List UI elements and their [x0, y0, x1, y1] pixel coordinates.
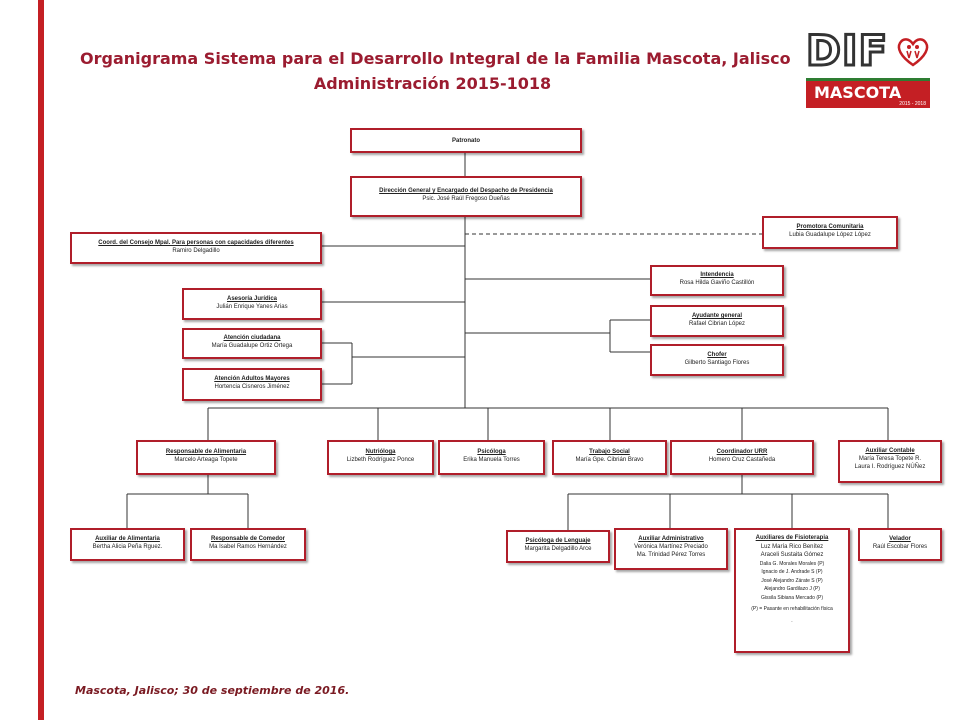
- box-adultos-mayores: Atención Adultos Mayores Hortencia Cisne…: [182, 368, 322, 401]
- box-responsable-comedor: Responsable de Comedor Ma Isabel Ramos H…: [190, 528, 306, 561]
- box-person: Bertha Alicia Peña Rguez.: [92, 544, 163, 550]
- box-person: Erika Manuela Torres: [463, 457, 520, 463]
- box-title: Chofer: [707, 352, 727, 358]
- box-person: María Teresa Topete R.: [858, 456, 922, 462]
- footer-date: Mascota, Jalisco; 30 de septiembre de 20…: [75, 684, 350, 697]
- box-person: Psic. José Raúl Fregoso Dueñas: [422, 196, 510, 202]
- dif-logo-mascota: MASCOTA: [814, 83, 902, 102]
- box-coordinador-urr: Coordinador URR Homero Cruz Castañeda: [670, 440, 814, 475]
- box-title: Atención Adultos Mayores: [214, 376, 290, 382]
- box-person: Verónica Martínez Preciado: [634, 544, 708, 550]
- left-red-stripe: [38, 0, 44, 720]
- box-title: Ayudante general: [691, 313, 743, 319]
- box-person: Raúl Escobar Flores: [872, 544, 928, 550]
- box-person: Laura I. Rodríguez NÚÑez: [854, 464, 926, 470]
- box-trabajo-social: Trabajo Social María Gpe. Cibrián Bravo: [552, 440, 667, 475]
- box-asesoria-juridica: Asesoría Jurídica Julián Enrique Yanes A…: [182, 288, 322, 320]
- box-promotora: Promotora Comunitaria Lubia Guadalupe Ló…: [762, 216, 898, 249]
- box-person: Hortencia Cisneros Jiménez: [214, 384, 290, 390]
- title-line-1: Organigrama Sistema para el Desarrollo I…: [80, 49, 791, 68]
- box-title: Trabajo Social: [589, 449, 630, 455]
- box-auxiliar-administrativo: Auxiliar Administrativo Verónica Martíne…: [614, 528, 728, 570]
- box-title: Nutrióloga: [365, 449, 396, 455]
- box-title: Asesoría Jurídica: [226, 296, 278, 302]
- box-title: Atención ciudadana: [223, 335, 281, 341]
- box-note: .: [791, 617, 793, 624]
- box-atencion-ciudadana: Atención ciudadana María Guadalupe Ortiz…: [182, 328, 322, 359]
- box-direccion-general: Dirección General y Encargado del Despac…: [350, 176, 582, 217]
- box-title: Coordinador URR: [716, 449, 768, 455]
- box-note: (P) = Pasante en rehabilitación física: [751, 606, 833, 612]
- box-person: Araceli Sustaita Gómez: [760, 552, 824, 558]
- box-responsable-alimentaria: Responsable de Alimentaria Marcelo Artea…: [136, 440, 276, 475]
- box-title: Auxiliares de Fisioterapia: [755, 535, 829, 541]
- box-person: Dalia G. Morales Morales (P): [759, 560, 825, 567]
- box-auxiliares-fisioterapia: Auxiliares de Fisioterapia Luz María Ric…: [734, 528, 850, 653]
- box-person: Ma. Trinidad Pérez Torres: [636, 552, 706, 558]
- box-person: Rafael Cibrian López: [688, 321, 746, 327]
- box-person: María Gpe. Cibrián Bravo: [575, 457, 644, 463]
- box-person: Gissila Sibiana Mercado (P): [761, 594, 823, 601]
- heart-family-icon: [897, 38, 929, 67]
- box-person: Ramiro Delgadillo: [172, 248, 220, 254]
- box-person: Marcelo Arteaga Topete: [174, 457, 238, 463]
- box-coord-consejo: Coord. del Consejo Mpal. Para personas c…: [70, 232, 322, 264]
- box-title: Auxiliar Contable: [865, 448, 915, 454]
- box-person: Julián Enrique Yanes Arias: [216, 304, 288, 310]
- box-person: Alejandro Gardilazo J (P): [764, 586, 820, 592]
- title-line-2: Administración 2015-1018: [313, 74, 552, 93]
- box-person: Rosa Hilda Gaviño Castillón: [679, 280, 755, 286]
- box-title: Psicóloga de Lenguaje: [525, 538, 591, 544]
- box-title: Auxiliar de Alimentaria: [95, 536, 160, 542]
- box-title: Psicóloga: [477, 449, 506, 455]
- box-velador: Velador Raúl Escobar Flores: [858, 528, 942, 561]
- dif-logo-text: DIF: [805, 26, 889, 75]
- box-person: Luz María Rico Benítez: [760, 543, 824, 550]
- page-title: Organigrama Sistema para el Desarrollo I…: [80, 46, 791, 96]
- box-patronato: Patronato: [350, 128, 582, 153]
- box-intendencia: Intendencia Rosa Hilda Gaviño Castillón: [650, 265, 784, 296]
- box-person: Lizbeth Rodríguez Ponce: [346, 457, 415, 463]
- box-person: Lubia Guadalupe López López: [789, 232, 871, 238]
- box-psicologa: Psicóloga Erika Manuela Torres: [438, 440, 545, 475]
- box-title: Dirección General y Encargado del Despac…: [379, 188, 553, 194]
- box-auxiliar-contable: Auxiliar Contable María Teresa Topete R.…: [838, 440, 942, 483]
- box-psicologa-lenguaje: Psicóloga de Lenguaje Margarita Delgadil…: [506, 530, 610, 563]
- box-title: Coord. del Consejo Mpal. Para personas c…: [98, 240, 294, 246]
- box-title: Intendencia: [700, 272, 734, 278]
- box-title: Patronato: [451, 138, 480, 144]
- box-title: Velador: [889, 536, 911, 542]
- box-title: Responsable de Comedor: [210, 536, 285, 542]
- box-person: María Guadalupe Ortiz Ortega: [211, 343, 293, 349]
- box-person: Ignacio de J. Andrade S (P): [761, 569, 823, 575]
- box-person: Ma Isabel Ramos Hernández: [209, 544, 287, 550]
- box-nutriologa: Nutrióloga Lizbeth Rodríguez Ponce: [327, 440, 434, 475]
- box-person: Margarita Delgadillo Arce: [524, 546, 592, 552]
- dif-logo-years: 2015 - 2018: [899, 101, 926, 107]
- box-chofer: Chofer Gilberto Santiago Flores: [650, 344, 784, 376]
- box-auxiliar-alimentaria: Auxiliar de Alimentaria Bertha Alicia Pe…: [70, 528, 185, 561]
- dif-logo-banner: MASCOTA 2015 - 2018: [806, 78, 930, 108]
- dif-logo: DIF MASCOTA 2015 - 2018: [805, 26, 930, 112]
- box-person: Homero Cruz Castañeda: [708, 457, 776, 463]
- box-person: José Alejandro Zárate S (P): [761, 577, 823, 584]
- box-title: Responsable de Alimentaria: [165, 449, 247, 455]
- box-title: Promotora Comunitaria: [796, 224, 864, 230]
- box-title: Auxiliar Administrativo: [638, 536, 704, 542]
- box-person: Gilberto Santiago Flores: [684, 360, 750, 366]
- box-ayudante-general: Ayudante general Rafael Cibrian López: [650, 305, 784, 337]
